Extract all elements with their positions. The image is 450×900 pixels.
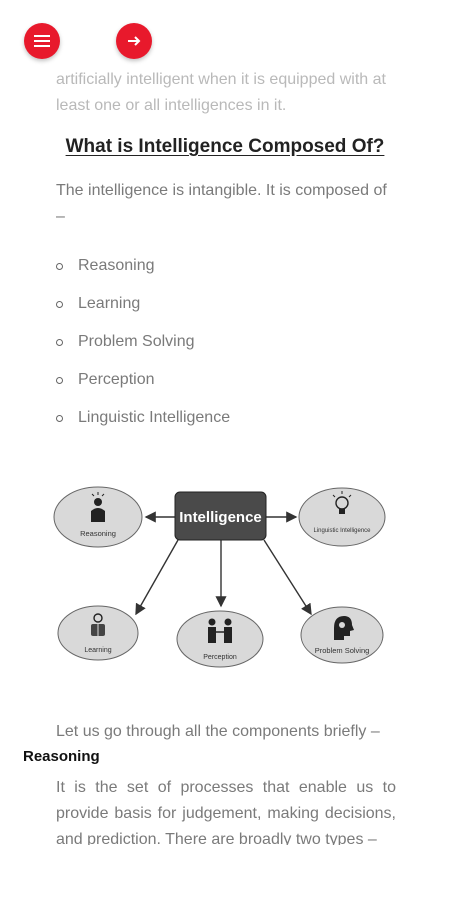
reasoning-paragraph-text: It is the set of processes that enable u… xyxy=(56,779,396,845)
hamburger-menu-icon xyxy=(34,35,50,47)
intelligence-center-box xyxy=(174,491,267,541)
bullet-icon xyxy=(56,301,63,308)
linguistic-node-label: Linguistic Intelligence xyxy=(313,528,371,534)
list-item-text: Reasoning xyxy=(78,257,155,274)
arrow-to-problem-solving xyxy=(263,539,312,616)
center-label: Intelligence xyxy=(179,509,262,526)
learning-node-label: Learning xyxy=(84,647,111,654)
reasoning-person-icon xyxy=(91,492,105,522)
problem-solving-node-label: Problem Solving xyxy=(315,646,370,655)
list-item: Perception xyxy=(56,367,396,405)
list-item-text: Perception xyxy=(78,371,155,388)
list-item-text: Linguistic Intelligence xyxy=(78,409,231,426)
bullet-icon xyxy=(56,263,63,270)
bullet-icon xyxy=(56,339,63,346)
components-intro: Let us go through all the components bri… xyxy=(56,723,380,740)
bullet-icon xyxy=(56,377,63,384)
section-heading: What is Intelligence Composed Of? xyxy=(65,136,385,157)
components-list: Reasoning Learning Problem Solving Perce… xyxy=(56,253,396,443)
reasoning-node-label: Reasoning xyxy=(80,529,116,538)
list-item-text: Problem Solving xyxy=(78,333,195,350)
lightbulb-icon xyxy=(332,491,352,514)
arrow-to-learning xyxy=(135,539,179,616)
composed-paragraph: The intelligence is intangible. It is co… xyxy=(56,182,387,225)
arrow-right-icon xyxy=(128,36,141,46)
intro-paragraph: artificially intelligent when it is equi… xyxy=(56,71,386,114)
linguistic-node xyxy=(298,487,386,547)
head-gears-icon xyxy=(334,616,354,640)
list-item-text: Learning xyxy=(78,295,141,312)
list-item: Reasoning xyxy=(56,253,396,291)
perception-node xyxy=(176,610,264,668)
bullet-icon xyxy=(56,415,63,422)
list-item: Learning xyxy=(56,291,396,329)
list-item: Linguistic Intelligence xyxy=(56,405,396,443)
menu-button[interactable] xyxy=(24,23,60,59)
perception-people-icon xyxy=(208,618,232,643)
reasoning-subheading: Reasoning xyxy=(23,748,100,765)
next-page-button[interactable] xyxy=(116,23,152,59)
perception-node-label: Perception xyxy=(203,654,237,661)
learning-reader-icon xyxy=(91,613,105,636)
list-item: Problem Solving xyxy=(56,329,396,367)
intelligence-diagram: Intelligence Reasoning Linguistic Intell… xyxy=(53,486,386,668)
reasoning-paragraph: It is the set of processes that enable u… xyxy=(56,775,396,845)
